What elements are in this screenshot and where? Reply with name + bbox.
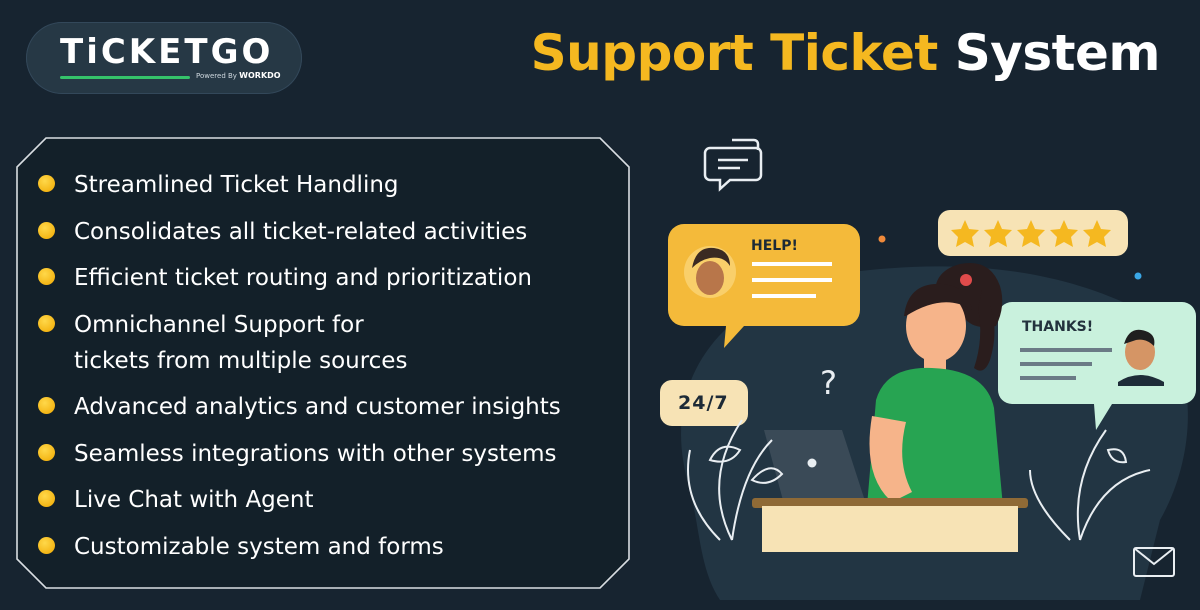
feature-item: Advanced analytics and customer insights — [38, 389, 561, 425]
bullet-icon — [38, 490, 55, 507]
brand-logo: TiCKETGO Powered By WORKDO — [26, 22, 302, 94]
powered-prefix: Powered By — [196, 72, 237, 80]
availability-label: 24/7 — [678, 392, 729, 414]
plant-icon — [687, 419, 1151, 541]
feature-item: Streamlined Ticket Handling — [38, 167, 561, 203]
title-rest: System — [954, 24, 1161, 82]
bullet-icon — [38, 536, 55, 554]
bullet-icon — [38, 175, 55, 192]
illustration-art — [660, 138, 1196, 600]
help-label: HELP! — [751, 238, 798, 254]
bullet-icon — [38, 397, 55, 414]
page-title: Support Ticket System — [530, 24, 1161, 82]
feature-item: Seamless integrations with other systems — [38, 436, 561, 472]
star-icon — [951, 220, 1111, 247]
support-illustration: HELP! THANKS! 24/7 ? — [640, 120, 1200, 610]
feature-item: Customizable system and forms — [38, 529, 561, 565]
bullet-icon — [38, 268, 55, 285]
thanks-label: THANKS! — [1022, 319, 1094, 335]
feature-item: Live Chat with Agent — [38, 482, 561, 518]
availability-badge — [660, 380, 748, 426]
logo-wordmark: TiCKETGO — [60, 32, 274, 72]
envelope-icon — [1133, 547, 1175, 577]
logo-underline — [60, 76, 190, 79]
feature-item: Efficient ticket routing and prioritizat… — [38, 260, 561, 296]
bullet-icon — [38, 443, 55, 461]
bullet-icon — [38, 314, 55, 332]
powered-brand: WORKDO — [239, 71, 281, 80]
logo-powered-by: Powered By WORKDO — [196, 71, 281, 80]
feature-item-continued: tickets from multiple sources — [74, 347, 408, 374]
feature-panel-frame — [16, 137, 630, 589]
feature-panel: Streamlined Ticket Handling Consolidates… — [16, 137, 630, 589]
title-highlight: Support Ticket — [530, 24, 939, 82]
bullet-icon — [38, 221, 55, 239]
feature-list: Streamlined Ticket Handling Consolidates… — [38, 167, 561, 575]
chat-bubbles-icon — [703, 138, 763, 192]
feature-item: Consolidates all ticket-related activiti… — [38, 214, 561, 250]
question-mark-icon: ? — [820, 364, 837, 402]
feature-item: Omnichannel Support for — [38, 307, 561, 343]
